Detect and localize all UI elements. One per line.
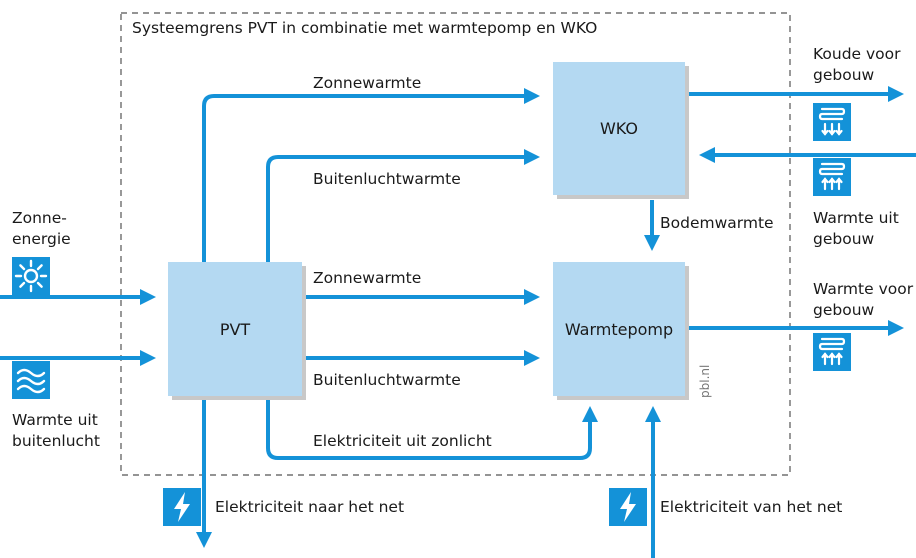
input-label-zonne-energie-2: energie xyxy=(12,230,71,248)
grid-label-naar-net: Elektriciteit naar het net xyxy=(215,498,405,516)
pvt-box: PVT xyxy=(168,262,302,396)
warm-radiator-icon xyxy=(813,333,851,371)
warmtepomp-box: Warmtepomp xyxy=(553,262,685,396)
input-label-warmte-buitenlucht-2: buitenlucht xyxy=(12,432,100,450)
wko-box: WKO xyxy=(553,62,685,195)
output-label-warmte-voor-1: Warmte voor xyxy=(813,280,914,298)
flow-label-elektriciteit-zonlicht: Elektriciteit uit zonlicht xyxy=(313,432,492,450)
flow-label-bodemwarmte: Bodemwarmte xyxy=(660,214,774,232)
sun-icon xyxy=(12,257,50,295)
flow-label-buitenluchtwarmte-top: Buitenluchtwarmte xyxy=(313,170,461,188)
pvt-label: PVT xyxy=(219,319,251,339)
output-label-warmte-voor-2: gebouw xyxy=(813,301,875,319)
output-label-koude-2: gebouw xyxy=(813,66,875,84)
lightning-icon xyxy=(609,488,647,526)
arrow-zonnewarmte-to-wko xyxy=(202,88,540,262)
input-label-warmte-buitenlucht-1: Warmte uit xyxy=(12,411,98,429)
cold-radiator-icon xyxy=(813,103,851,141)
wko-label: WKO xyxy=(599,119,639,138)
warmtepomp-label: Warmtepomp xyxy=(564,319,674,339)
flow-label-zonnewarmte-mid: Zonnewarmte xyxy=(313,269,422,287)
output-label-warmte-uit-2: gebouw xyxy=(813,230,875,248)
grid-label-van-net: Elektriciteit van het net xyxy=(660,498,843,516)
flow-label-zonnewarmte-top: Zonnewarmte xyxy=(313,74,422,92)
output-label-koude-1: Koude voor xyxy=(813,45,901,63)
system-title: Systeemgrens PVT in combinatie met warmt… xyxy=(132,19,598,37)
arrow-elektriciteit-zonlicht xyxy=(266,400,598,460)
system-boundary xyxy=(120,12,791,476)
credit-label: pbl.nl xyxy=(698,364,712,398)
flow-label-buitenluchtwarmte-mid: Buitenluchtwarmte xyxy=(313,371,461,389)
input-label-zonne-energie-1: Zonne- xyxy=(12,209,67,227)
warm-radiator-icon xyxy=(813,158,851,196)
lightning-icon xyxy=(163,488,201,526)
arrow-buitenluchtwarmte-to-wko xyxy=(266,149,540,262)
output-label-warmte-uit-1: Warmte uit xyxy=(813,209,899,227)
wind-icon xyxy=(12,361,50,399)
